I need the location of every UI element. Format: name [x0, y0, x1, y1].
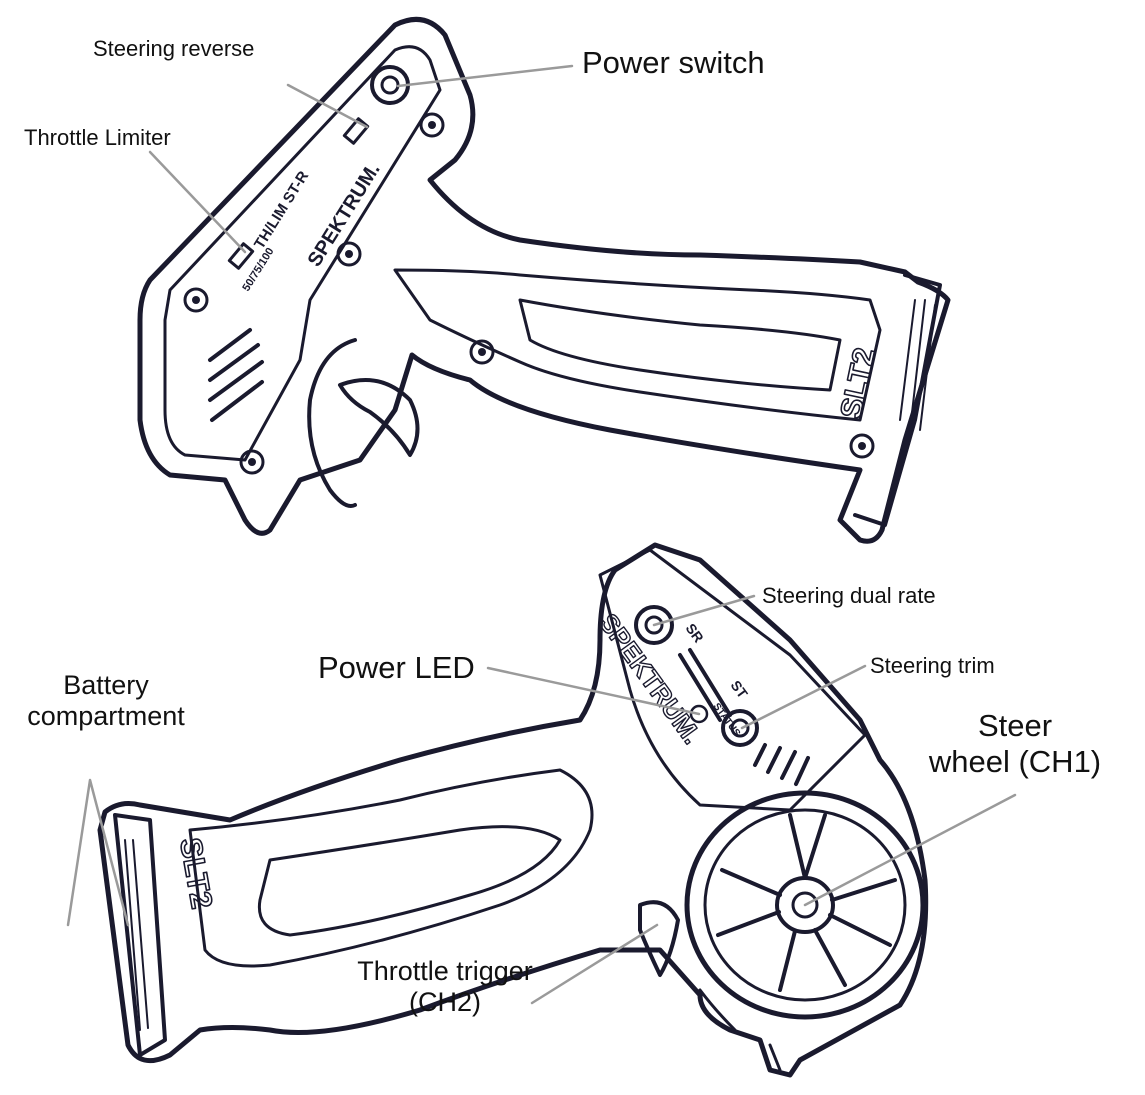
leader-steer-wheel [803, 793, 1017, 907]
label-steer-line1: Steer [977, 708, 1053, 743]
bottom-steer-wheel [684, 790, 926, 1020]
label-steer-wheel: Steer wheel (CH1) [915, 708, 1115, 779]
top-screw-2 [336, 241, 362, 267]
label-steering-dual-rate: Steering dual rate [762, 583, 936, 608]
top-steering-reverse-switch [342, 117, 370, 145]
bottom-top-panel [598, 548, 867, 812]
top-screw-4 [469, 339, 495, 365]
bottom-power-led [689, 704, 709, 724]
leader-throttle-limiter [148, 150, 247, 254]
label-power-switch: Power switch [582, 45, 765, 80]
leader-throttle-trigger [530, 923, 659, 1005]
label-power-led: Power LED [318, 650, 475, 685]
top-grip-contour [393, 268, 882, 422]
label-steering-trim: Steering trim [870, 653, 995, 678]
top-screw-1 [419, 112, 445, 138]
top-screw-6 [849, 433, 875, 459]
top-front-panel [163, 45, 442, 462]
label-throttle-trigger: Throttle trigger (CH2) [325, 956, 565, 1018]
top-switch-labels: TH/LIM ST-R [251, 168, 312, 252]
top-brand-mark: SPEKTRUM. [304, 159, 385, 271]
bottom-trim-knob [721, 709, 759, 747]
top-throttle-limiter-switch [227, 242, 255, 270]
bottom-battery-ribs [124, 839, 149, 1031]
label-battery-compartment: Battery compartment [16, 670, 196, 732]
top-screw-5 [239, 449, 265, 475]
leader-steering-dual-rate [652, 594, 756, 627]
top-wheel-edge [307, 338, 357, 508]
label-trigger-line2: (CH2) [409, 987, 481, 1018]
top-throttle-trigger [338, 378, 420, 457]
bottom-model-mark: SLT2 [173, 835, 218, 911]
leader-power-switch [396, 64, 574, 88]
bottom-grip-contour [188, 768, 594, 968]
leader-steering-reverse [286, 83, 369, 129]
leader-battery-compartment [66, 778, 130, 927]
bottom-st-mark: ST [728, 677, 752, 701]
top-transmitter: SPEKTRUM. TH/LIM ST-R 50/75/100 SLT2 [137, 16, 951, 544]
label-throttle-limiter: Throttle Limiter [24, 125, 171, 150]
top-body-outline [137, 16, 951, 544]
top-battery-end [853, 273, 942, 527]
label-trigger-line1: Throttle trigger [357, 956, 533, 986]
label-battery-line2: compartment [27, 701, 185, 732]
bottom-grip-recess [257, 825, 562, 937]
bottom-body-outline [97, 542, 929, 1078]
top-grip-recess [518, 298, 842, 392]
label-steering-reverse: Steering reverse [93, 36, 255, 61]
label-steer-line2: wheel (CH1) [928, 743, 1102, 779]
leader-lines [66, 64, 1017, 1005]
bottom-dual-rate-knob [634, 605, 674, 645]
bottom-trigger-guard [698, 988, 782, 1072]
bottom-battery-end [113, 813, 167, 1057]
leader-steering-trim [740, 664, 867, 730]
leader-power-led [486, 666, 701, 716]
bottom-vent-bars [753, 743, 810, 786]
bottom-throttle-trigger [638, 900, 680, 977]
top-screw-3 [183, 287, 209, 313]
label-battery-line1: Battery [63, 670, 149, 700]
top-vent-bars [208, 328, 264, 422]
top-model-mark: SLT2 [835, 345, 882, 421]
bottom-sr-mark: SR [683, 620, 707, 645]
top-battery-ribs [899, 299, 936, 431]
bottom-slider-slot [678, 648, 732, 722]
